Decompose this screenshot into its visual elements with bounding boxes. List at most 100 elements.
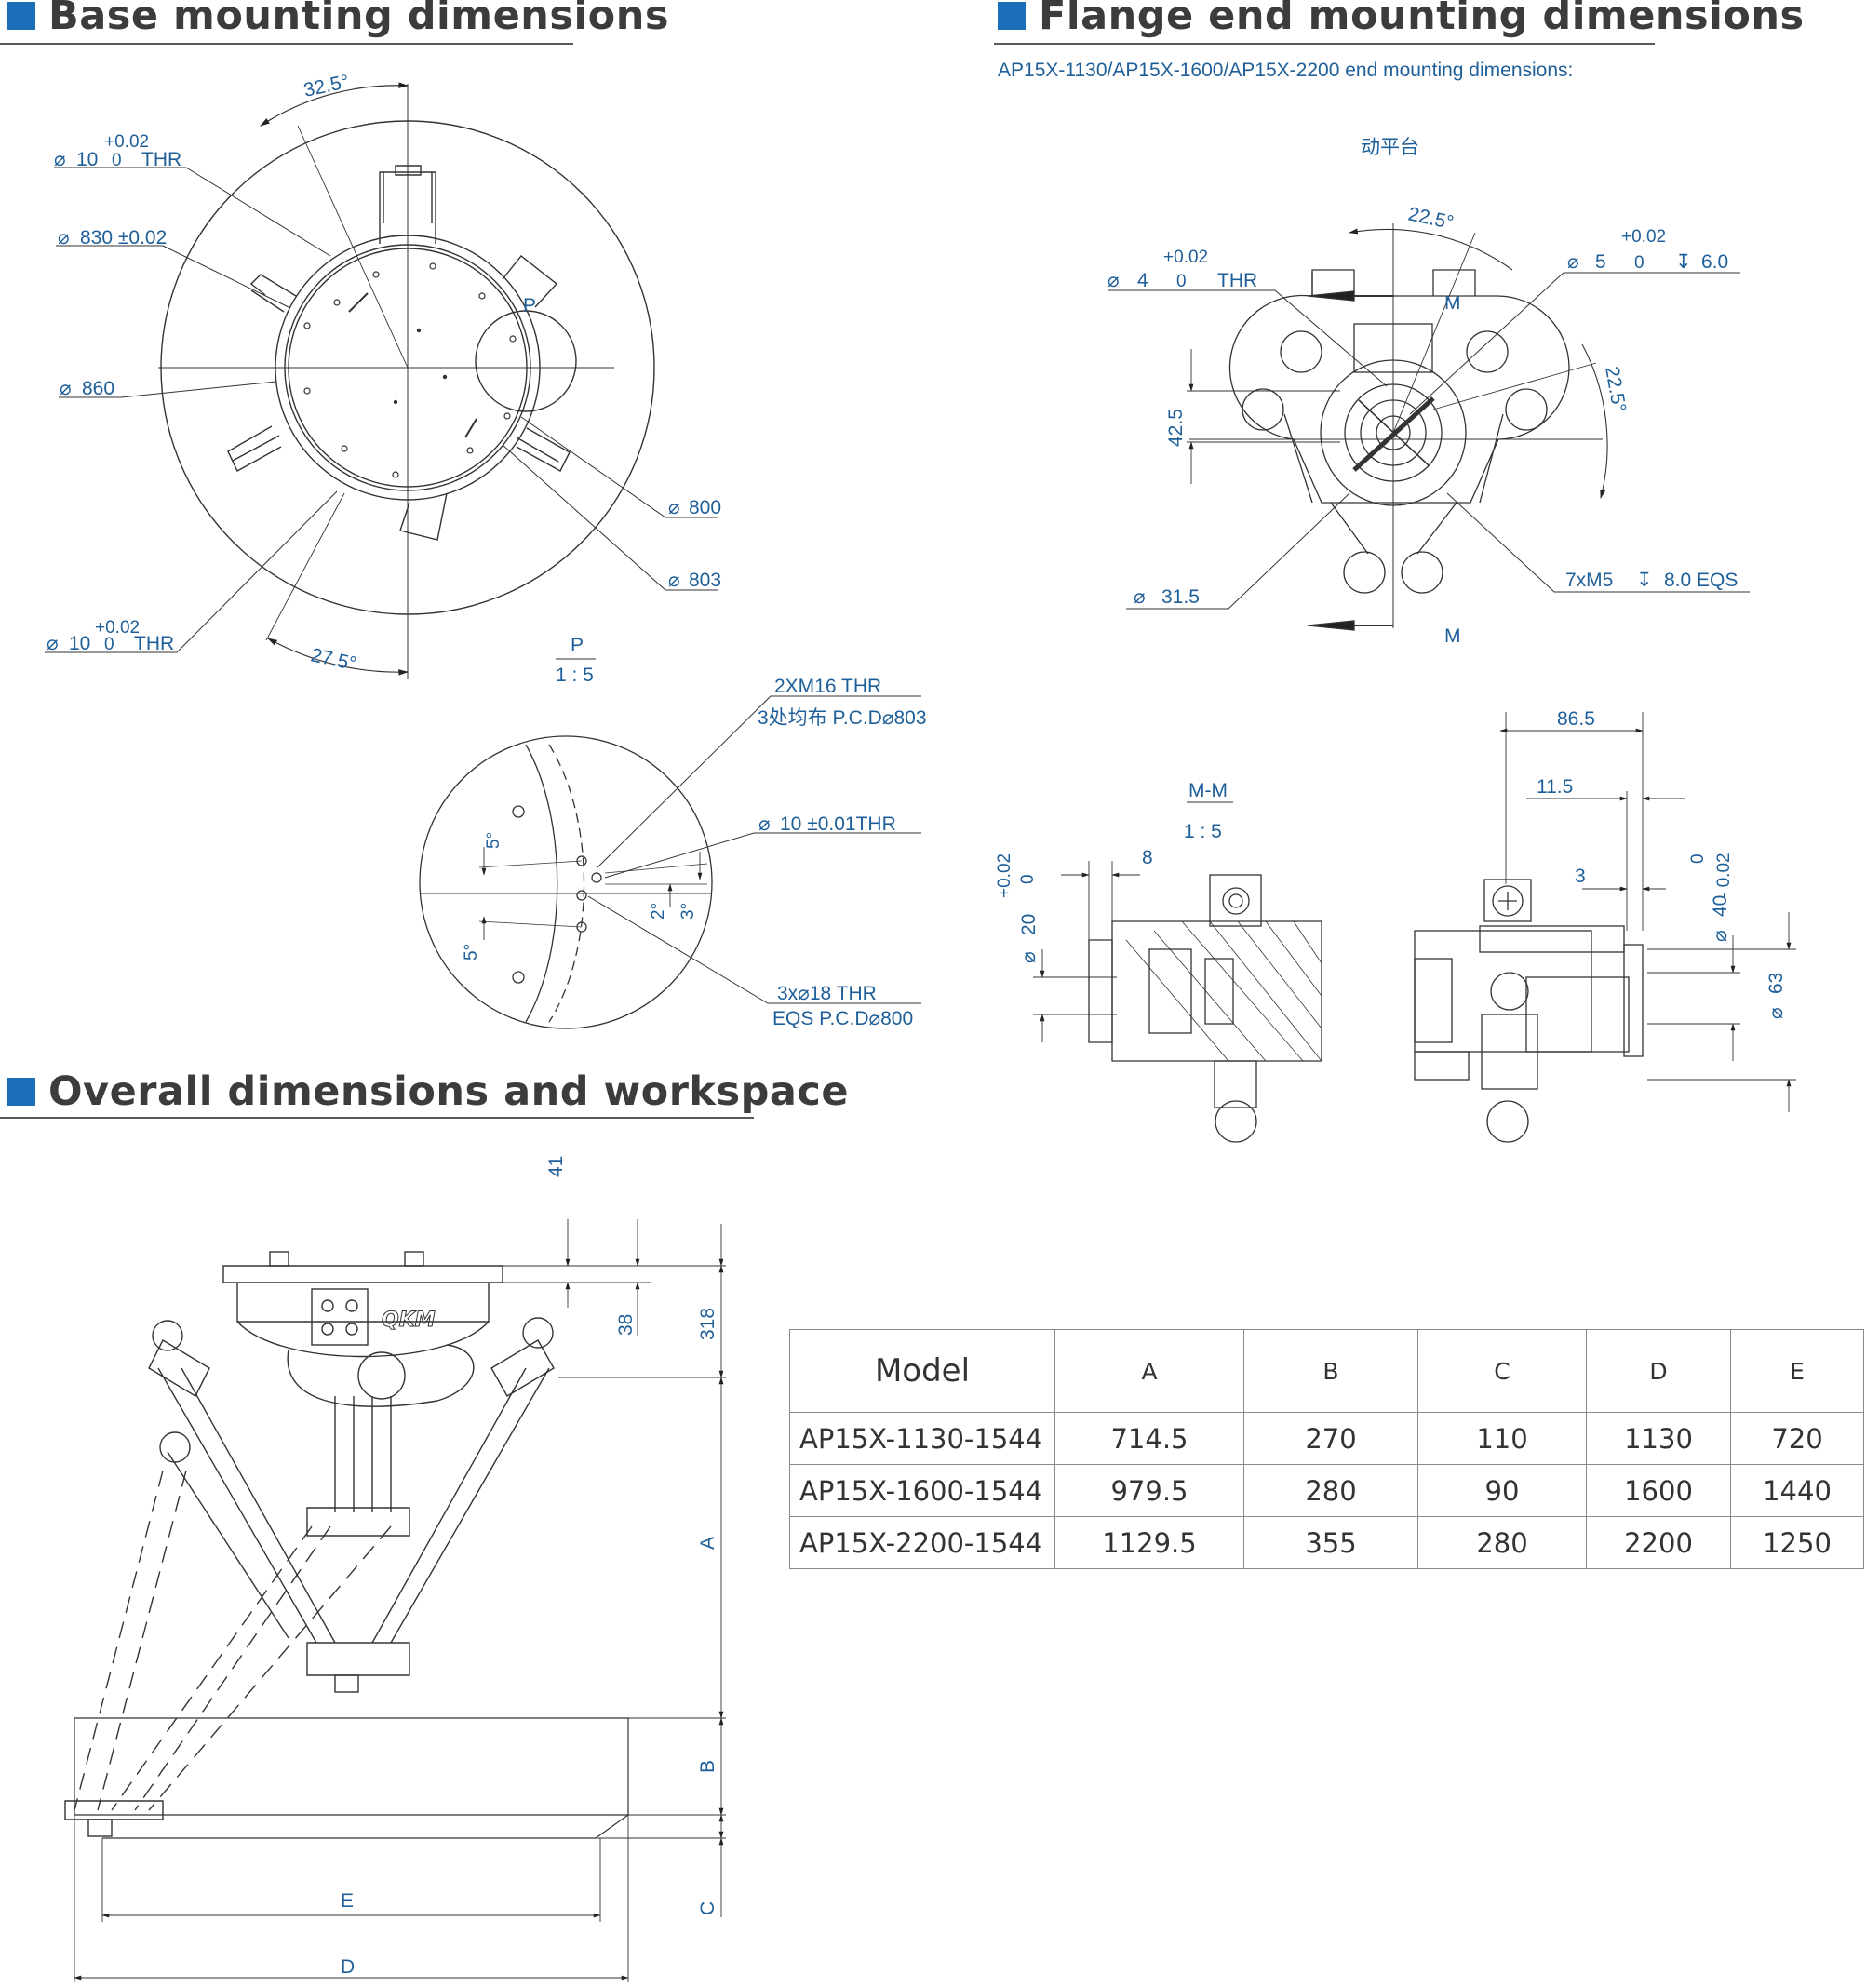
flange-side-labels: 86.5 11.5 3 0 - 0.02 ⌀ 40 ⌀ 63	[1537, 708, 1787, 1019]
diameter-icon: ⌀	[668, 497, 680, 518]
flange-threads: 7xM5	[1565, 570, 1613, 591]
base-hole2-dia: 10	[69, 633, 90, 654]
detail-d10: 10 ±0.01THR	[780, 813, 896, 835]
cell-model: AP15X-1600-1544	[789, 1464, 1055, 1517]
dim-42-5: 42.5	[1165, 409, 1187, 447]
diameter-icon: ⌀	[1567, 251, 1579, 273]
diameter-icon: ⌀	[1765, 1007, 1787, 1019]
diameter-icon: ⌀	[1108, 270, 1120, 291]
cell-model: AP15X-2200-1544	[789, 1516, 1055, 1569]
platform-label: 动平台	[1361, 137, 1419, 158]
cell-c: 280	[1417, 1516, 1587, 1569]
depth-icon: ↧	[1675, 251, 1692, 273]
section-marker-icon	[998, 2, 1026, 30]
diameter-icon: ⌀	[58, 227, 70, 248]
detail-label-p: P	[571, 635, 584, 656]
dim-11-5: 11.5	[1537, 776, 1573, 798]
overall-title-text: Overall dimensions and workspace	[48, 1068, 850, 1115]
diameter-icon: ⌀	[1134, 586, 1146, 608]
angle-27-5: 27.5°	[309, 644, 358, 675]
dia-803: 803	[689, 570, 721, 591]
dia-800: 800	[689, 497, 721, 518]
overall-view: QKM	[64, 1219, 726, 1982]
table-row: AP15X-2200-1544 1129.5 355 280 2200 1250	[789, 1516, 1864, 1569]
base-hole-tol-upper: +0.02	[104, 132, 149, 152]
flange-thread-depth: 8.0 EQS	[1664, 570, 1738, 591]
flange-angle-right: 22.5°	[1601, 365, 1630, 414]
flange-section-title: Flange end mounting dimensions	[998, 0, 1805, 39]
cell-d: 2200	[1586, 1516, 1731, 1569]
base-hole-tol-lower: 0	[112, 151, 122, 170]
table-row: AP15X-1600-1544 979.5 280 90 1600 1440	[789, 1464, 1864, 1517]
section-marker-icon	[7, 1078, 35, 1106]
header-model: Model	[789, 1329, 1055, 1413]
qkm-logo: QKM	[382, 1309, 436, 1332]
header-d: D	[1586, 1329, 1731, 1413]
cell-model: AP15X-1130-1544	[789, 1412, 1055, 1465]
flange-pin-depth: 6.0	[1701, 251, 1728, 273]
detail-p-labels: 2XM16 THR 3处均布 P.C.D⌀803 ⌀ 10 ±0.01THR 3…	[462, 676, 927, 1029]
detail-m16: 2XM16 THR	[774, 676, 881, 697]
detail-p-view	[419, 695, 921, 1029]
cell-e: 1440	[1730, 1464, 1864, 1517]
base-dimension-labels: 32.5° +0.02 ⌀ 10 0 THR ⌀ 830 ±0.02 ⌀ 860…	[47, 71, 721, 686]
dia-860: 860	[82, 378, 114, 399]
cell-a: 979.5	[1054, 1464, 1244, 1517]
cell-a: 1129.5	[1054, 1516, 1244, 1569]
dim-8: 8	[1142, 847, 1153, 868]
detail-m16-pcd: 3处均布 P.C.D⌀803	[758, 707, 927, 729]
label-c: C	[697, 1901, 718, 1915]
dia-63: 63	[1765, 973, 1787, 994]
detail-d18: 3x⌀18 THR	[777, 983, 877, 1004]
diameter-icon: ⌀	[1018, 951, 1040, 963]
base-title-underline	[0, 43, 573, 45]
angle-5b: 5°	[462, 944, 481, 960]
d40-tol-lower: - 0.02	[1714, 853, 1734, 898]
base-title-text: Base mounting dimensions	[48, 0, 669, 39]
flange-pin-tol-lower: 0	[1634, 253, 1644, 273]
cell-e: 1250	[1730, 1516, 1864, 1569]
flange-top-view	[1108, 223, 1750, 631]
overall-labels: 41 38 318 A B C E D	[341, 1156, 718, 1978]
spec-table: Model A B C D E AP15X-1130-1544 714.5 27…	[789, 1329, 1864, 1569]
flange-pin-tol-upper: +0.02	[1621, 227, 1666, 247]
dia-40: 40	[1710, 895, 1731, 917]
header-c: C	[1417, 1329, 1587, 1413]
flange-hole-suffix: THR	[1217, 270, 1257, 291]
dia-830: 830 ±0.02	[80, 227, 167, 248]
section-mark-bottom: M	[1444, 625, 1461, 647]
dim-3: 3	[1575, 866, 1586, 887]
angle-2: 2°	[649, 903, 668, 920]
flange-note: AP15X-1130/AP15X-1600/AP15X-2200 end mou…	[998, 60, 1574, 81]
base-hole2-tol-lower: 0	[104, 635, 114, 654]
flange-hole-tol-upper: +0.02	[1163, 248, 1208, 267]
overall-title-underline	[0, 1117, 754, 1119]
d40-tol-upper: 0	[1688, 853, 1708, 864]
flange-top-labels: 动平台 22.5° 22.5° +0.02 ⌀ 4 0 THR +0.02 ⌀ …	[1108, 137, 1738, 647]
flange-pin-dia: 5	[1595, 251, 1606, 273]
cell-c: 110	[1417, 1412, 1587, 1465]
base-hole-suffix: THR	[141, 149, 181, 170]
dim-38: 38	[615, 1314, 637, 1336]
d20-tol-lower: 0	[1018, 874, 1038, 884]
header-b: B	[1243, 1329, 1418, 1413]
table-row: AP15X-1130-1544 714.5 270 110 1130 720	[789, 1412, 1864, 1465]
cell-d: 1600	[1586, 1464, 1731, 1517]
flange-title-text: Flange end mounting dimensions	[1039, 0, 1805, 39]
diameter-icon: ⌀	[54, 149, 66, 170]
section-mm-view	[1033, 801, 1322, 1143]
flange-hole-dia: 4	[1137, 270, 1148, 291]
dim-86-5: 86.5	[1557, 708, 1595, 730]
angle-32-5: 32.5°	[302, 71, 351, 101]
base-hole2-tol-upper: +0.02	[95, 618, 140, 638]
diameter-icon: ⌀	[60, 378, 72, 399]
cell-b: 355	[1243, 1516, 1418, 1569]
dia-20: 20	[1018, 914, 1040, 935]
base-hole2-suffix: THR	[134, 633, 174, 654]
label-d: D	[341, 1956, 355, 1978]
cell-a: 714.5	[1054, 1412, 1244, 1465]
cell-c: 90	[1417, 1464, 1587, 1517]
header-e: E	[1730, 1329, 1864, 1413]
depth-icon: ↧	[1636, 570, 1653, 591]
cell-b: 270	[1243, 1412, 1418, 1465]
